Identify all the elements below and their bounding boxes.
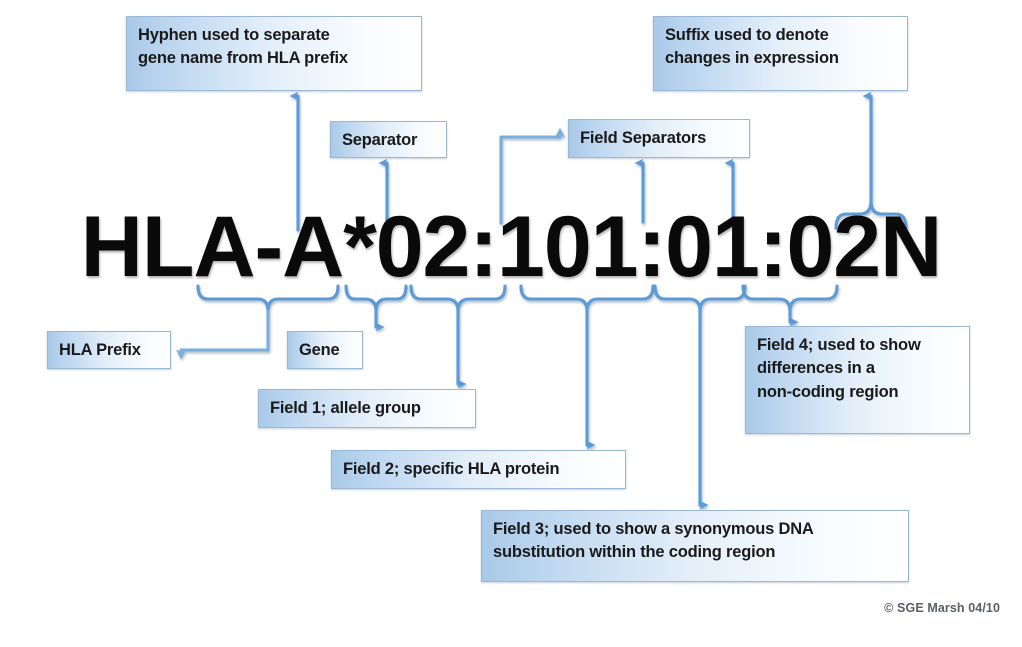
allele-name-text: HLA-A*02:101:01:02N bbox=[80, 199, 942, 295]
callout-separator-label: Separator bbox=[342, 131, 418, 149]
callout-field2-text: Field 2; specific HLA protein bbox=[343, 458, 614, 481]
connector-hla-prefix bbox=[176, 309, 270, 360]
callout-suffix[interactable]: Suffix used to denote changes in express… bbox=[653, 16, 908, 91]
callout-field-separators-label: Field Separators bbox=[580, 129, 707, 147]
callout-field4-rest: ; used to show differences in a non-codi… bbox=[757, 336, 921, 401]
callout-field4-bold: Field 4 bbox=[757, 336, 808, 354]
callout-hla-prefix-label: HLA Prefix bbox=[59, 341, 141, 359]
callout-field3-rest: ; used to show a synonymous DNA substitu… bbox=[493, 520, 814, 562]
callout-suffix-label: Suffix used to denote changes in express… bbox=[665, 26, 839, 68]
callout-field2-rest: ; specific HLA protein bbox=[393, 460, 560, 478]
callout-hyphen[interactable]: Hyphen used to separate gene name from H… bbox=[126, 16, 422, 91]
callout-field3-text: Field 3; used to show a synonymous DNA s… bbox=[493, 518, 897, 565]
callout-field4-text: Field 4; used to show differences in a n… bbox=[757, 334, 958, 404]
callout-field2-bold: Field 2 bbox=[343, 460, 394, 478]
callout-field2[interactable]: Field 2; specific HLA protein bbox=[331, 450, 626, 489]
callout-hyphen-label: Hyphen used to separate gene name from H… bbox=[138, 26, 348, 68]
copyright-notice: © SGE Marsh 04/10 bbox=[884, 601, 1000, 615]
callout-field1[interactable]: Field 1; allele group bbox=[258, 389, 476, 428]
callout-field-separators[interactable]: Field Separators bbox=[568, 119, 750, 158]
callout-gene[interactable]: Gene bbox=[287, 331, 363, 369]
callout-gene-label: Gene bbox=[299, 341, 340, 359]
callout-field1-bold: Field 1 bbox=[270, 399, 321, 417]
callout-field3[interactable]: Field 3; used to show a synonymous DNA s… bbox=[481, 510, 909, 582]
callout-field3-bold: Field 3 bbox=[493, 520, 544, 538]
callout-field1-text: Field 1; allele group bbox=[270, 397, 464, 420]
callout-field4[interactable]: Field 4; used to show differences in a n… bbox=[745, 326, 970, 434]
callout-field1-rest: ; allele group bbox=[320, 399, 421, 417]
callout-separator[interactable]: Separator bbox=[330, 121, 447, 158]
callout-hla-prefix[interactable]: HLA Prefix bbox=[47, 331, 171, 369]
